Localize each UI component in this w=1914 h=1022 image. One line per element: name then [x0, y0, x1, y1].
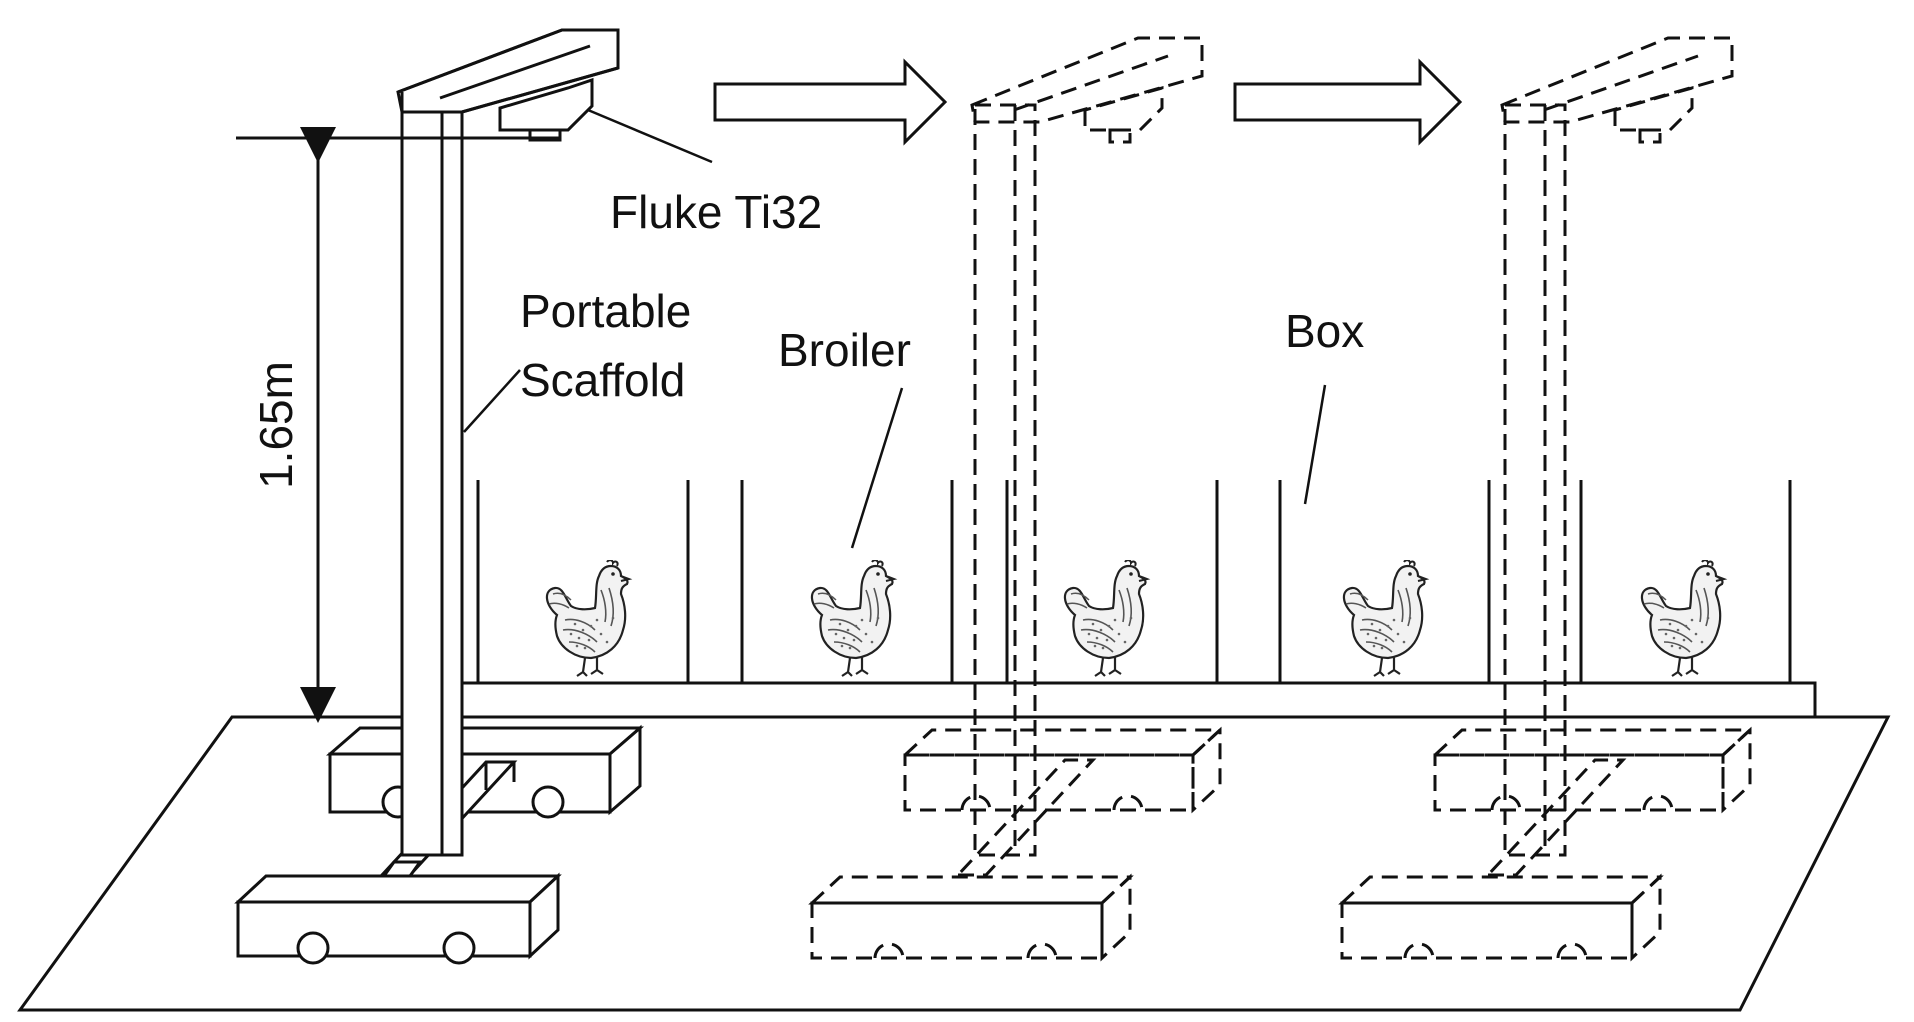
scaffold-label-line1: Portable — [520, 285, 691, 337]
scaffold-label-line2: Scaffold — [520, 354, 685, 406]
scaffold-leader-line — [463, 369, 521, 433]
broiler-4 — [1342, 560, 1428, 678]
broiler-leader-line — [850, 387, 904, 549]
scaffold-position-1 — [234, 28, 645, 965]
broiler-1 — [545, 560, 631, 678]
camera-label: Fluke Ti32 — [610, 186, 822, 238]
scaffold-position-2 — [808, 36, 1224, 962]
box-dividers — [476, 480, 1792, 683]
thermal-camera — [498, 77, 594, 142]
broiler-2 — [810, 560, 896, 678]
movement-arrow-1 — [713, 58, 948, 146]
box-leader-line — [1303, 384, 1327, 505]
broiler-label: Broiler — [778, 324, 911, 376]
broilers — [545, 560, 1726, 678]
box-label: Box — [1285, 305, 1364, 357]
broiler-3 — [1063, 560, 1149, 678]
box-base — [460, 681, 1817, 719]
broiler-5 — [1640, 560, 1726, 678]
scaffold-position-3 — [1338, 36, 1754, 962]
camera-leader-line — [587, 108, 713, 164]
movement-arrow-2 — [1233, 58, 1463, 146]
height-label: 1.65m — [250, 361, 302, 489]
height-dimension — [236, 127, 560, 723]
